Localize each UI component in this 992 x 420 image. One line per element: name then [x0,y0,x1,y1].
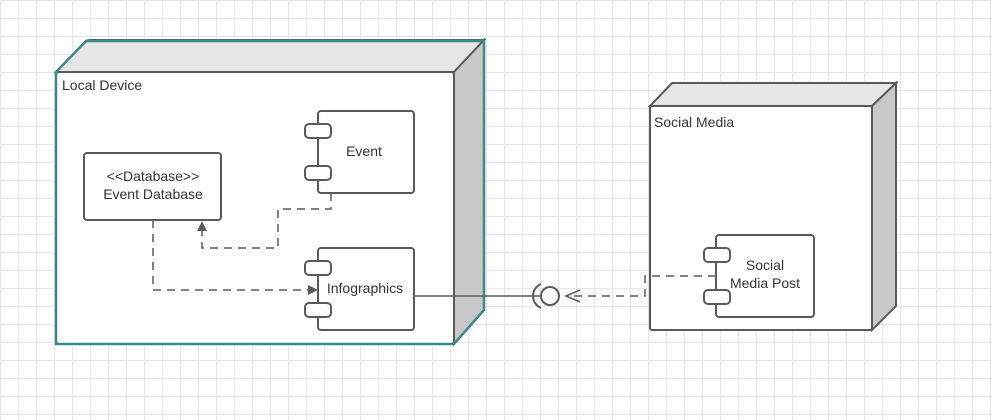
component-social-media-post[interactable]: Social Media Post [703,234,815,318]
node-side-face [871,80,897,333]
component-port [304,302,332,318]
component-port [703,289,731,305]
node-social-media[interactable]: Social Media [647,80,899,333]
node-top-face [53,39,487,73]
component-port [304,165,332,181]
node-top-face [647,82,899,107]
node-side-face [453,37,485,347]
selection-outline [54,39,486,346]
component-infographics[interactable]: Infographics [304,247,415,331]
open-arrowhead [564,289,581,303]
component-port [304,260,332,276]
required-interface-socket [532,283,542,309]
database-stereotype: <<Database>> [107,168,200,184]
component-label-infographics: Infographics [327,280,403,296]
dependency-post-to-interface[interactable] [566,275,716,297]
dependency-event-to-database[interactable] [197,193,332,249]
component-label-social-post-line2: Media Post [730,275,800,291]
node-front-face [649,105,873,331]
component-port [703,247,731,263]
component-body [317,110,415,194]
node-label-local-device: Local Device [62,77,142,93]
component-event[interactable]: Event [304,110,415,194]
component-label-social-post-line1: Social [746,257,784,273]
component-port [304,123,332,139]
provided-interface-lollipop[interactable] [540,286,560,306]
component-event-database[interactable]: <<Database>> Event Database [83,152,222,221]
component-label-event: Event [346,143,382,159]
component-label-event-database: Event Database [103,186,203,202]
dependency-database-to-infographics[interactable] [152,220,318,295]
component-body [317,247,415,331]
node-label-social-media: Social Media [654,114,734,130]
